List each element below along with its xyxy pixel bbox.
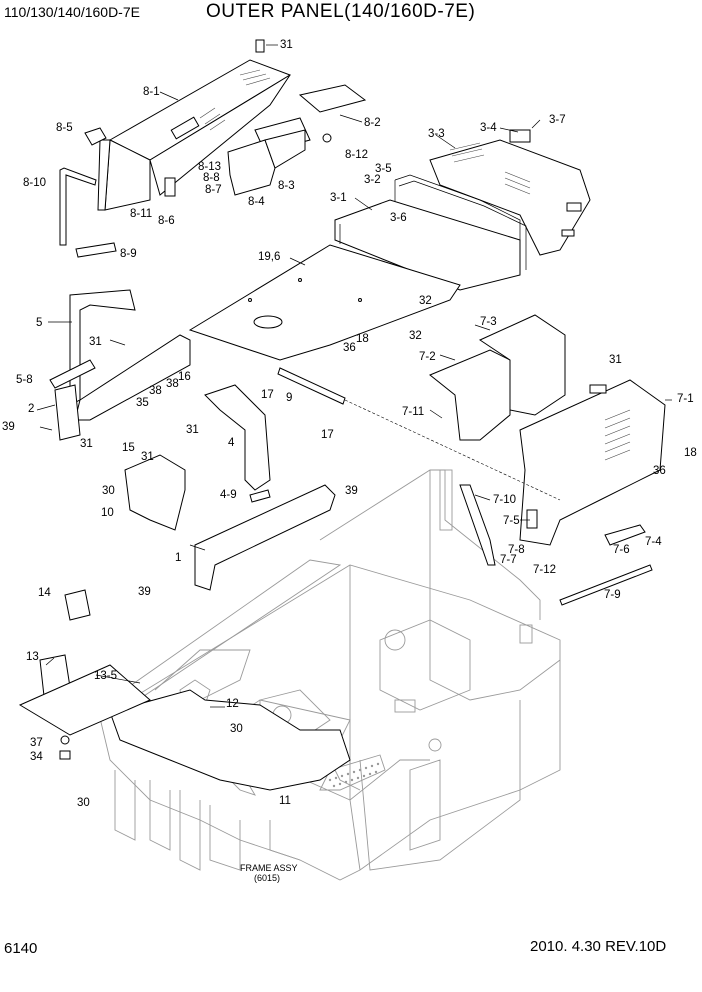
revision-date: 2010. 4.30 REV.10D: [530, 938, 667, 955]
callout: 30: [77, 797, 90, 809]
callout: 8-6: [158, 215, 175, 227]
callout: 1: [175, 552, 181, 564]
callout: 10: [101, 507, 114, 519]
callout: 3-4: [480, 122, 497, 134]
part-14-box: [64, 589, 91, 621]
callout: 8-9: [120, 248, 137, 260]
callout: 7-6: [613, 544, 630, 556]
group-7-side-cover: [429, 314, 666, 606]
callout: 31: [186, 424, 199, 436]
callout: 17: [261, 389, 274, 401]
callout: 7-8: [508, 544, 525, 556]
part-13-5-plate: [18, 664, 151, 736]
callout: 13-5: [94, 670, 117, 682]
callout: 36: [653, 465, 666, 477]
callout: 7-1: [677, 393, 694, 405]
callout: 3-7: [549, 114, 566, 126]
page-title: OUTER PANEL(140/160D-7E): [206, 1, 476, 22]
callout: 7-4: [645, 536, 662, 548]
callout: 31: [141, 451, 154, 463]
part-37-washer: [60, 735, 70, 745]
callout: 36: [343, 342, 356, 354]
callout: 7-9: [604, 589, 621, 601]
callout: 30: [230, 723, 243, 735]
callout: 31: [89, 336, 102, 348]
callout: 8-2: [364, 117, 381, 129]
callout: 13: [26, 651, 39, 663]
part-19-6-floor-plate: [188, 244, 461, 361]
callout: 32: [419, 295, 432, 307]
callout: 39: [345, 485, 358, 497]
callout: 8-8: [203, 172, 220, 184]
group-3-cover: [334, 129, 591, 291]
callout: 7-2: [419, 351, 436, 363]
callout: 17: [321, 429, 334, 441]
part-10-plate: [124, 454, 186, 531]
group-8-hood: [59, 39, 367, 258]
callout: 7-11: [402, 406, 424, 418]
callout: 12: [226, 698, 239, 710]
callout: 30: [102, 485, 115, 497]
callout: 7-5: [503, 515, 520, 527]
callout: 2: [28, 403, 34, 415]
callout: 35: [136, 397, 149, 409]
callout: 4-9: [220, 489, 237, 501]
callout: 5-8: [16, 374, 33, 386]
callout: 8-4: [248, 196, 265, 208]
callout: 7-12: [533, 564, 556, 576]
callout: 8-5: [56, 122, 73, 134]
part-4-bracket: [204, 384, 271, 491]
callout: 31: [609, 354, 622, 366]
callout: 8-7: [205, 184, 222, 196]
callout: 3-2: [364, 174, 381, 186]
callout: 15: [122, 442, 135, 454]
side-frame-left: [49, 289, 191, 441]
callout: 37: [30, 737, 43, 749]
callout: 3-1: [330, 192, 347, 204]
callout: 31: [280, 39, 293, 51]
callout: 18: [356, 333, 369, 345]
callout: 38: [149, 385, 162, 397]
model-code: 110/130/140/160D-7E: [4, 4, 140, 20]
frame-assy-caption: FRAME ASSY: [240, 863, 298, 873]
callout: 34: [30, 751, 43, 763]
callout: 9: [286, 392, 292, 404]
page-number: 6140: [4, 940, 38, 957]
part-34-nut: [59, 750, 71, 760]
callout: 8-12: [345, 149, 368, 161]
callout: 19,6: [258, 251, 280, 263]
leader-lines: [36, 44, 672, 708]
callout: 3-5: [375, 163, 392, 175]
part-4-9-strip: [249, 489, 271, 503]
callout: 38: [166, 378, 179, 390]
frame-assembly: [99, 469, 561, 881]
callout: 3-3: [428, 128, 445, 140]
part-9-rod: [277, 367, 346, 405]
callout: 4: [228, 437, 235, 449]
callout: 18: [684, 447, 697, 459]
callout: 39: [138, 586, 151, 598]
callout: 31: [80, 438, 93, 450]
callout: 3-6: [390, 212, 407, 224]
callout: 11: [279, 795, 291, 807]
frame-assy-reference: (6015): [254, 873, 280, 883]
callout: 8-10: [23, 177, 46, 189]
callout: 16: [178, 371, 191, 383]
callout-labels: 31 8-1 8-2 8-5 8-12 8-13 8-8 8-7 8-10 8-…: [2, 39, 697, 809]
callout: 8-1: [143, 86, 160, 98]
callout: 39: [2, 421, 15, 433]
callout: 8-11: [130, 208, 152, 220]
callout: 5: [36, 317, 42, 329]
part-1-plate: [194, 484, 336, 591]
callout: 7-3: [480, 316, 497, 328]
callout: 14: [38, 587, 51, 599]
callout: 32: [409, 330, 422, 342]
callout: 8-3: [278, 180, 295, 192]
part-11-cover: [109, 689, 351, 791]
callout: 8-13: [198, 161, 221, 173]
callout: 7-10: [493, 494, 516, 506]
callout: 7-7: [500, 554, 517, 566]
